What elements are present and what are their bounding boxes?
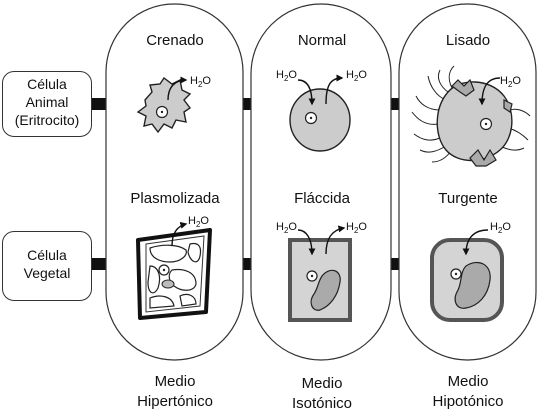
state-plasmolizada: Plasmolizada (130, 190, 220, 207)
row-label-line: Vegetal (23, 265, 71, 281)
h2o-label: H2O (490, 221, 511, 235)
crenated-cell (136, 76, 192, 134)
medium-line: Hipertónico (137, 393, 213, 410)
turgid-cell (430, 229, 504, 322)
medium-hypertonic: Medio Hipertónico (105, 372, 245, 412)
state-lisado: Lisado (445, 32, 491, 49)
medium-line: Medio (301, 375, 343, 392)
medium-line: Medio (154, 373, 196, 390)
row-label-line: Célula (27, 247, 67, 263)
flaccid-cell (288, 225, 352, 322)
normal-cell (289, 74, 351, 152)
water-labels: H2O H2O H2O H2O H2O H2O H2O H2O (188, 69, 521, 235)
lysed-cell (411, 65, 531, 167)
row-label-line: (Eritrocito) (14, 112, 80, 128)
row-label-line: Célula (27, 76, 67, 92)
medium-isotonic: Medio Isotónico (252, 374, 392, 414)
row-label-line: Animal (25, 94, 69, 110)
h2o-label: H2O (346, 69, 367, 83)
row-label-plant-cell: Célula Vegetal (2, 231, 92, 301)
state-crenado: Crenado (146, 32, 204, 49)
capsule-isotonic (250, 3, 392, 361)
plasmolyzed-cell (136, 221, 212, 320)
state-turgente: Turgente (438, 190, 498, 207)
state-normal: Normal (297, 32, 347, 49)
h2o-label: H2O (500, 75, 521, 89)
state-flaccida: Fláccida (294, 190, 350, 207)
medium-hypotonic: Medio Hipotónico (398, 372, 538, 412)
medium-line: Medio (447, 373, 489, 390)
row-label-animal-cell: Célula Animal (Eritrocito) (2, 71, 92, 137)
medium-line: Isotónico (291, 395, 353, 412)
h2o-label: H2O (276, 69, 297, 83)
h2o-label: H2O (346, 221, 367, 235)
h2o-label: H2O (276, 221, 297, 235)
connectors (92, 98, 399, 270)
medium-line: Hipotónico (432, 393, 504, 410)
h2o-label: H2O (190, 75, 211, 89)
h2o-label: H2O (188, 215, 209, 229)
